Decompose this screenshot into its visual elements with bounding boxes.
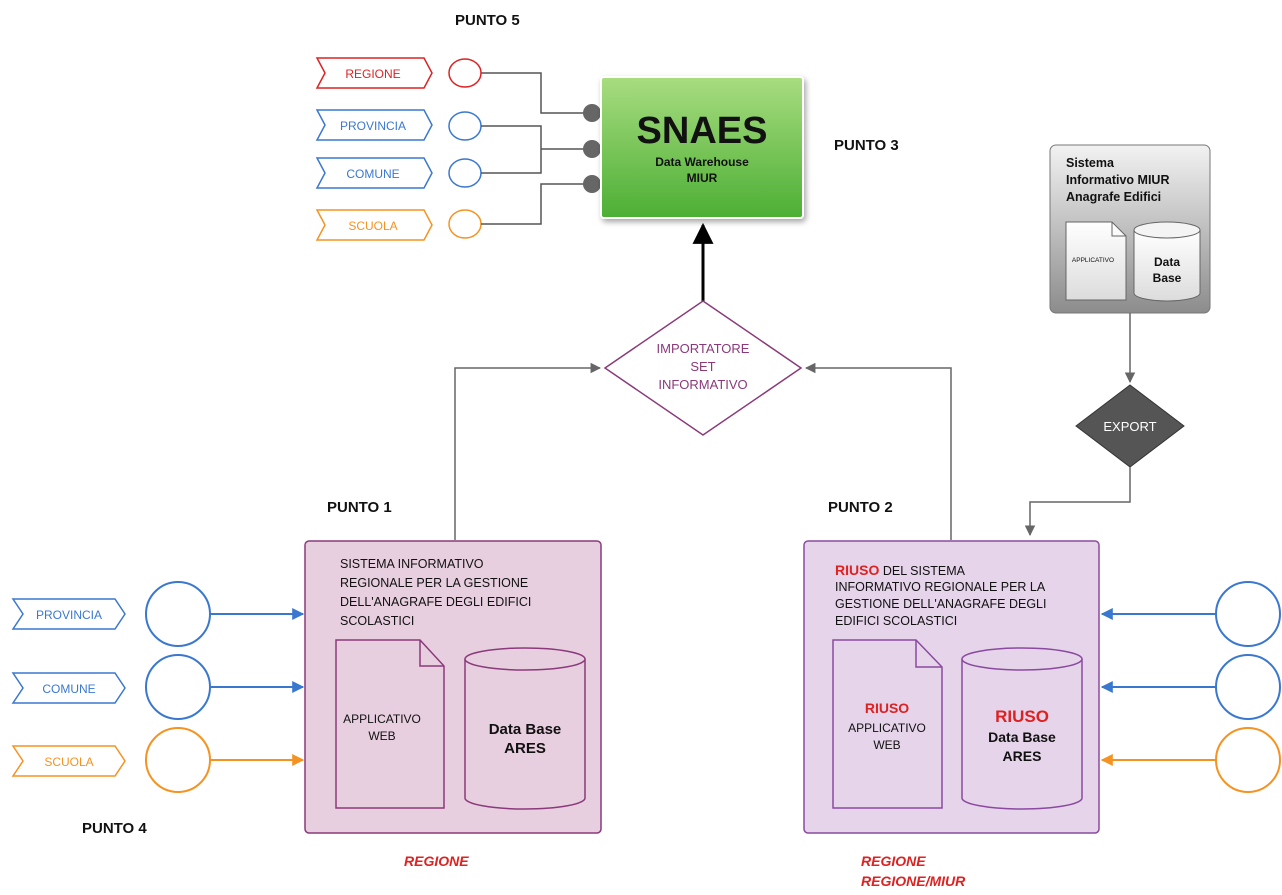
left-db-label-1: Data Base — [489, 721, 562, 738]
snaes-subtitle-2: MIUR — [687, 171, 718, 185]
label-regione-right-1: REGIONE — [861, 853, 926, 869]
arrow-right-system-to-importatore — [804, 362, 952, 540]
right-system-title-4: EDIFICI SCOLASTICI — [835, 614, 957, 628]
connector-dot — [583, 104, 601, 122]
riuso-keyword: RIUSO — [835, 562, 879, 578]
label-regione-right-2: REGIONE/MIUR — [861, 873, 966, 889]
connector-dot — [583, 175, 601, 193]
tag-label: COMUNE — [42, 682, 95, 696]
left-system-box: SISTEMA INFORMATIVO REGIONALE PER LA GES… — [304, 540, 602, 834]
label-punto3: PUNTO 3 — [834, 137, 899, 154]
label-punto1: PUNTO 1 — [327, 499, 392, 516]
right-db-riuso: RIUSO — [995, 707, 1049, 726]
tag-regione-top: REGIONE — [315, 57, 433, 89]
tag-comune-top: COMUNE — [315, 157, 433, 189]
left-circle-comune — [145, 654, 211, 720]
right-db-label-2: ARES — [1003, 748, 1042, 764]
tag-provincia-left: PROVINCIA — [11, 598, 126, 630]
miur-system-title-3: Anagrafe Edifici — [1066, 190, 1161, 204]
tag-comune-left: COMUNE — [11, 672, 126, 704]
left-circle-provincia — [145, 581, 211, 647]
left-db-label-2: ARES — [504, 740, 546, 757]
label-punto5: PUNTO 5 — [455, 12, 520, 29]
tag-label: SCUOLA — [44, 755, 93, 769]
top-connectors — [481, 72, 592, 225]
right-app-doc-icon: RIUSO APPLICATIVO WEB — [832, 639, 943, 809]
tag-label: REGIONE — [345, 67, 400, 81]
right-app-label-1: APPLICATIVO — [848, 721, 926, 735]
right-system-title-3: GESTIONE DELL'ANAGRAFE DEGLI — [835, 597, 1046, 611]
left-db-icon: Data Base ARES — [464, 647, 586, 810]
tag-scuola-top: SCUOLA — [315, 209, 433, 241]
right-app-label-2: WEB — [873, 738, 900, 752]
importatore-diamond: IMPORTATORE SET INFORMATIVO — [603, 300, 803, 436]
miur-doc-icon: APPLICATIVO — [1065, 221, 1127, 301]
snaes-subtitle-1: Data Warehouse — [655, 155, 749, 169]
arrow-left-system-to-importatore — [454, 362, 602, 540]
right-system-title-2: INFORMATIVO REGIONALE PER LA — [835, 580, 1046, 594]
top-circle-scuola — [448, 209, 482, 239]
tag-label: COMUNE — [346, 167, 399, 181]
label-punto2: PUNTO 2 — [828, 499, 893, 516]
right-circle-provincia — [1215, 581, 1281, 647]
right-circle-scuola — [1215, 727, 1281, 793]
snaes-box: SNAES Data Warehouse MIUR — [600, 76, 804, 219]
miur-doc-label: APPLICATIVO — [1072, 257, 1114, 264]
miur-db-label-1: Data — [1154, 255, 1180, 269]
label-regione-left: REGIONE — [404, 853, 469, 869]
miur-system-title-1: Sistema — [1066, 156, 1115, 170]
left-app-label-1: APPLICATIVO — [343, 712, 421, 726]
export-label: EXPORT — [1103, 419, 1156, 434]
miur-system-title-2: Informativo MIUR — [1066, 173, 1169, 187]
left-system-title-2: REGIONALE PER LA GESTIONE — [340, 576, 528, 590]
left-system-title-1: SISTEMA INFORMATIVO — [340, 557, 484, 571]
left-app-doc-icon: APPLICATIVO WEB — [335, 639, 445, 809]
label-punto4: PUNTO 4 — [82, 820, 147, 837]
importatore-line-1: IMPORTATORE — [657, 341, 750, 356]
top-circle-comune — [448, 158, 482, 188]
miur-db-icon: Data Base — [1133, 221, 1201, 302]
right-app-riuso: RIUSO — [865, 700, 909, 716]
export-diamond: EXPORT — [1075, 384, 1185, 468]
tag-scuola-left: SCUOLA — [11, 745, 126, 777]
connector-dot — [583, 140, 601, 158]
right-db-icon: RIUSO Data Base ARES — [961, 647, 1083, 810]
tag-label: PROVINCIA — [36, 608, 102, 622]
tag-provincia-top: PROVINCIA — [315, 109, 433, 141]
tag-label: PROVINCIA — [340, 119, 406, 133]
miur-db-label-2: Base — [1153, 271, 1182, 285]
left-system-title-3: DELL'ANAGRAFE DEGLI EDIFICI — [340, 595, 531, 609]
snaes-title: SNAES — [637, 110, 768, 152]
arrow-export-to-riuso — [1024, 467, 1131, 537]
right-circle-comune — [1215, 654, 1281, 720]
right-system-box: RIUSO DEL SISTEMA INFORMATIVO REGIONALE … — [803, 540, 1100, 834]
right-system-title-1-rest: DEL SISTEMA — [883, 564, 966, 578]
left-system-title-4: SCOLASTICI — [340, 614, 414, 628]
miur-system-box: Sistema Informativo MIUR Anagrafe Edific… — [1049, 144, 1211, 314]
right-system-title-1: RIUSO DEL SISTEMA — [835, 562, 966, 578]
importatore-line-2: SET — [690, 359, 715, 374]
top-circle-regione — [448, 58, 482, 88]
left-app-label-2: WEB — [368, 729, 395, 743]
tag-label: SCUOLA — [348, 219, 397, 233]
importatore-line-3: INFORMATIVO — [658, 377, 747, 392]
top-circle-provincia — [448, 111, 482, 141]
right-db-label-1: Data Base — [988, 729, 1056, 745]
left-circle-scuola — [145, 727, 211, 793]
